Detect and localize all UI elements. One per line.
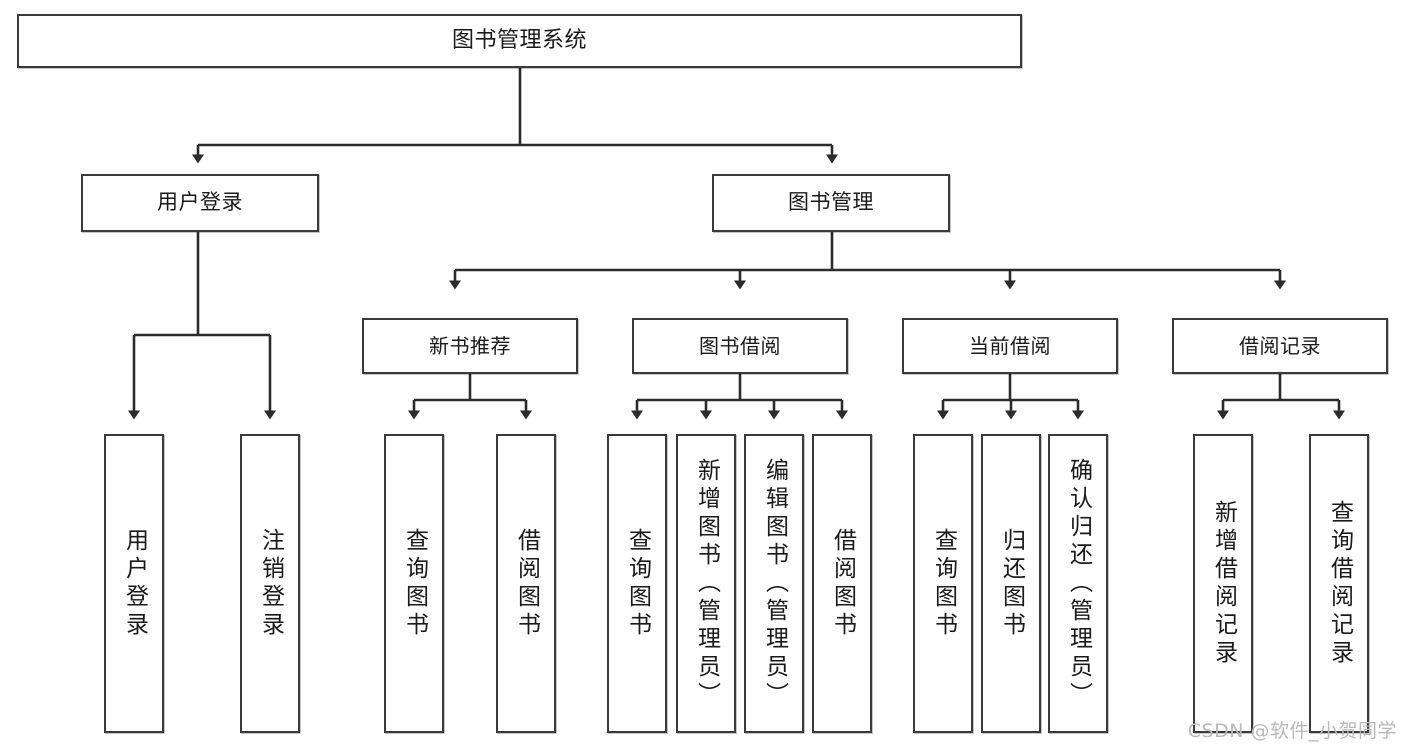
node-leaf-query-book-current[interactable]: 查询图书 <box>913 434 973 733</box>
node-label: 查询图书 <box>624 527 651 640</box>
node-leaf-return-book[interactable]: 归还图书 <box>981 434 1041 733</box>
node-leaf-logout[interactable]: 注销登录 <box>240 434 300 733</box>
node-label: 借阅记录 <box>1239 333 1321 358</box>
node-label: 归还图书 <box>998 527 1025 640</box>
node-leaf-query-book-recommend[interactable]: 查询图书 <box>384 434 444 733</box>
node-label: 查询图书 <box>930 527 957 640</box>
node-label: 新增图书（管理员） <box>693 457 720 710</box>
node-user-login[interactable]: 用户登录 <box>81 174 319 232</box>
node-label: 注销登录 <box>257 527 284 640</box>
node-leaf-borrow-book-recommend[interactable]: 借阅图书 <box>496 434 556 733</box>
node-current-borrow[interactable]: 当前借阅 <box>902 318 1118 374</box>
node-new-book-recommend[interactable]: 新书推荐 <box>362 318 578 374</box>
node-borrow-record[interactable]: 借阅记录 <box>1172 318 1388 374</box>
node-leaf-edit-book-admin[interactable]: 编辑图书（管理员） <box>744 434 804 733</box>
node-label: 查询借阅记录 <box>1326 499 1353 668</box>
node-leaf-query-borrow-record[interactable]: 查询借阅记录 <box>1309 434 1369 733</box>
node-label: 新书推荐 <box>429 333 511 358</box>
node-leaf-confirm-return-admin[interactable]: 确认归还（管理员） <box>1048 434 1108 733</box>
node-label: 图书管理 <box>788 190 874 215</box>
node-label: 图书借阅 <box>699 333 781 358</box>
node-leaf-user-login[interactable]: 用户登录 <box>104 434 164 733</box>
node-root-system[interactable]: 图书管理系统 <box>17 14 1022 68</box>
node-leaf-add-borrow-record[interactable]: 新增借阅记录 <box>1193 434 1253 733</box>
node-label: 当前借阅 <box>969 333 1051 358</box>
node-book-borrow[interactable]: 图书借阅 <box>632 318 848 374</box>
node-label: 新增借阅记录 <box>1210 499 1237 668</box>
node-label: 确认归还（管理员） <box>1065 457 1092 710</box>
node-leaf-query-book-borrow[interactable]: 查询图书 <box>607 434 667 733</box>
node-label: 查询图书 <box>401 527 428 640</box>
node-leaf-add-book-admin[interactable]: 新增图书（管理员） <box>676 434 736 733</box>
node-label: 编辑图书（管理员） <box>761 457 788 710</box>
node-label: 借阅图书 <box>513 527 540 640</box>
node-label: 借阅图书 <box>829 527 856 640</box>
node-leaf-borrow-book[interactable]: 借阅图书 <box>812 434 872 733</box>
node-label: 图书管理系统 <box>451 27 587 53</box>
node-book-management[interactable]: 图书管理 <box>712 174 950 232</box>
node-label: 用户登录 <box>121 527 148 640</box>
node-label: 用户登录 <box>157 190 243 215</box>
